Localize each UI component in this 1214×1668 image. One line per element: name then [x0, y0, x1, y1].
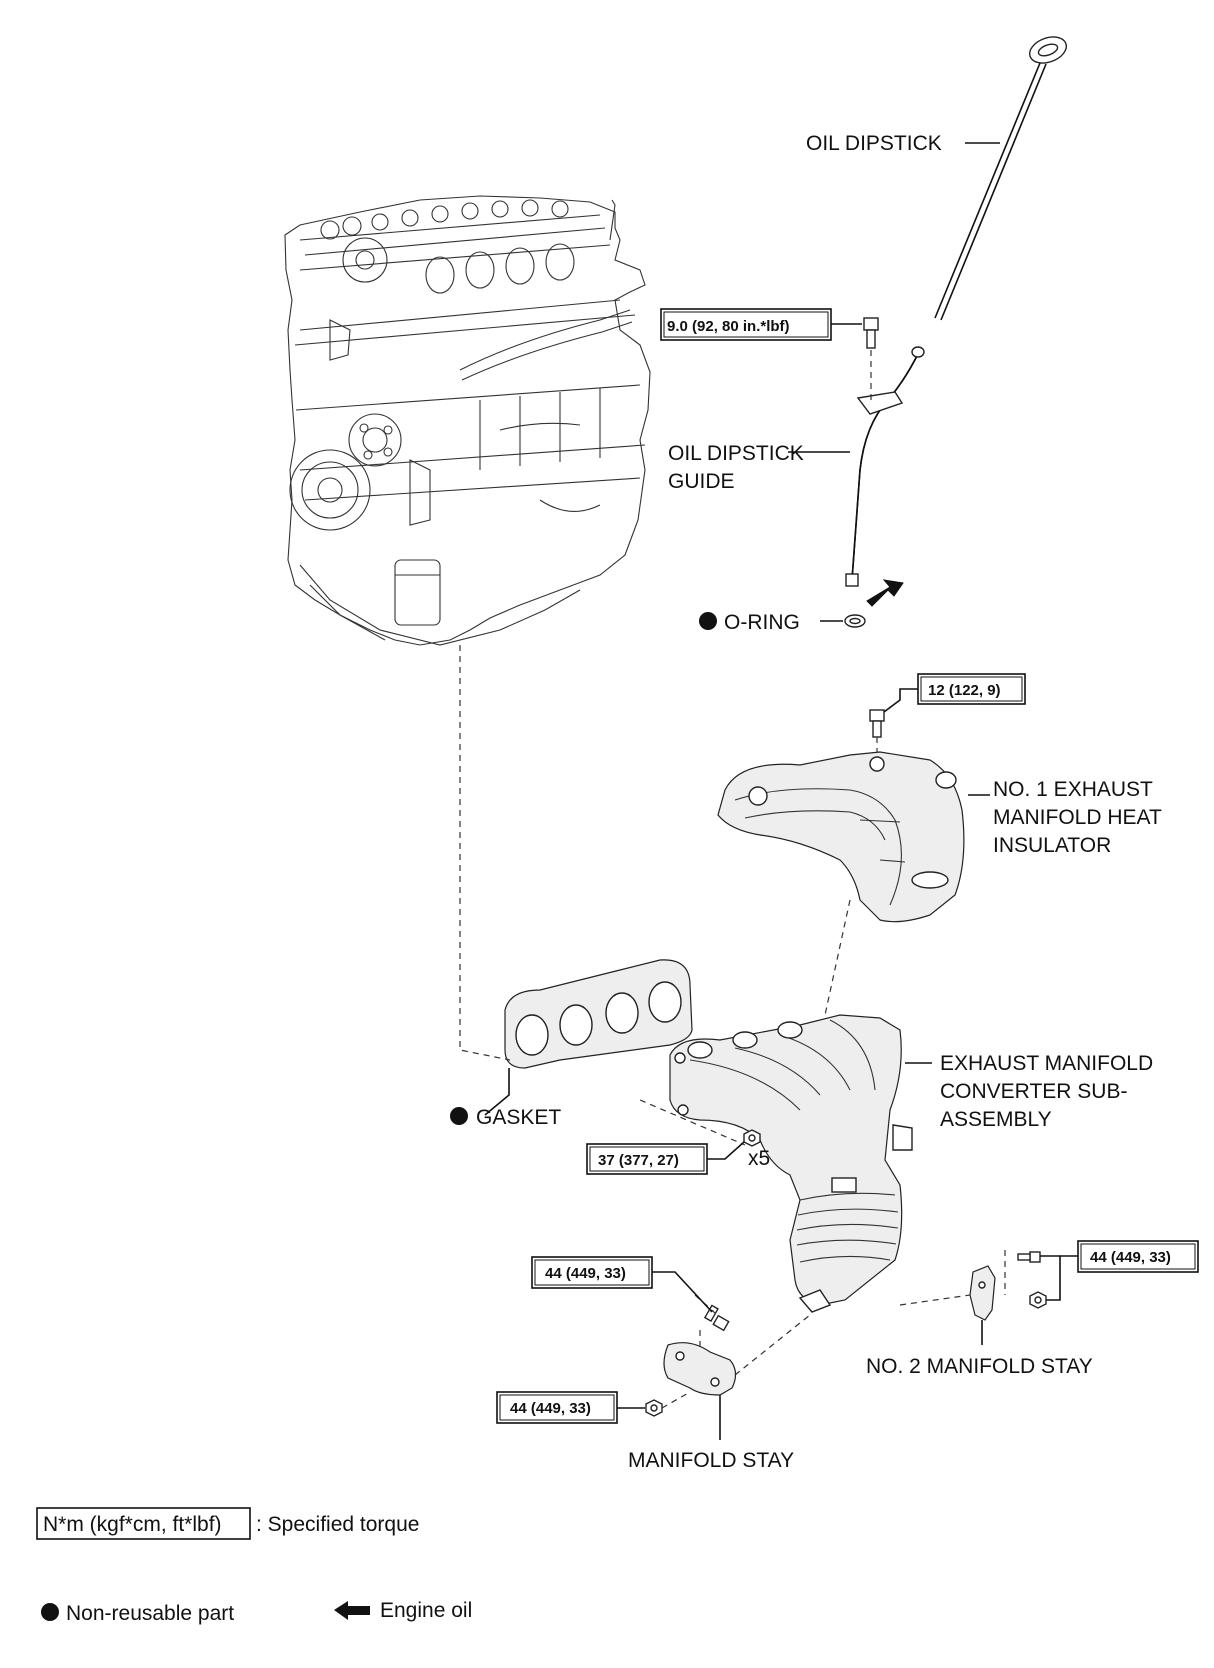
- oil-dipstick-guide-label-line1: OIL DIPSTICK: [668, 442, 804, 465]
- legend-torque: N*m (kgf*cm, ft*lbf) : Specified torque: [36, 1507, 419, 1540]
- engine-oil-arrow: [866, 579, 904, 607]
- manifold-stay-bolt: [703, 1304, 730, 1332]
- gasket-part: [504, 959, 693, 1069]
- torque-box-heat-insulator: 12 (122, 9): [883, 673, 1026, 713]
- torque-box-manifold-nuts: 37 (377, 27): [586, 1141, 745, 1175]
- svg-text:44 (449, 33): 44 (449, 33): [545, 1265, 626, 1282]
- manifold-stay-nut: [645, 1399, 663, 1417]
- guide-bolt: [863, 317, 879, 349]
- stay-manifold-dash: [734, 1314, 811, 1376]
- non-reusable-dot-icon: [699, 612, 717, 630]
- oil-dipstick-guide-label-line2: GUIDE: [668, 470, 735, 493]
- oil-dipstick-part: [934, 36, 1068, 321]
- no2-stay-bolt: [1017, 1251, 1041, 1263]
- no2-manifold-stay-part: [969, 1265, 996, 1321]
- legend-torque-text: : Specified torque: [256, 1513, 419, 1536]
- exhaust-manifold-label-line1: EXHAUST MANIFOLD: [940, 1052, 1153, 1075]
- no2-stay-nut: [1029, 1291, 1047, 1309]
- legend-arrow-icon: [334, 1601, 370, 1620]
- o-ring-label: O-RING: [724, 611, 800, 634]
- oil-dipstick-label: OIL DIPSTICK: [806, 132, 942, 155]
- legend-engine-oil: Engine oil: [334, 1599, 472, 1622]
- heat-insulator-label-line1: NO. 1 EXHAUST: [993, 778, 1153, 801]
- manifold-stay-part: [663, 1342, 737, 1396]
- engine-assembly-illustration: [284, 195, 651, 646]
- svg-text:44 (449, 33): 44 (449, 33): [510, 1400, 591, 1417]
- legend-torque-box-text: N*m (kgf*cm, ft*lbf): [43, 1513, 222, 1536]
- exhaust-manifold-label-line2: CONVERTER SUB-: [940, 1080, 1127, 1103]
- stay-nut-dash: [661, 1391, 691, 1409]
- o-ring-part: [844, 614, 866, 628]
- gasket-non-reusable-dot-icon: [450, 1107, 468, 1125]
- no2-stay-manifold-dash: [899, 1294, 971, 1306]
- heat-insulator-bolt: [869, 709, 885, 738]
- quantity-x5-label: x5: [748, 1147, 770, 1170]
- gasket-label: GASKET: [476, 1106, 561, 1129]
- engine-gasket-dash: [459, 645, 511, 1061]
- gasket-manifold-dash: [639, 1099, 746, 1146]
- manifold-nut: [743, 1129, 761, 1147]
- exhaust-manifold-label-line3: ASSEMBLY: [940, 1108, 1052, 1131]
- exhaust-manifold-converter-part: [669, 1014, 913, 1313]
- oil-dipstick-guide-part: [845, 346, 925, 587]
- torque-box-manifold-stay-nut: 44 (449, 33): [496, 1391, 645, 1424]
- legend-dot-icon: [41, 1603, 59, 1621]
- legend-non-reusable: Non-reusable part: [41, 1602, 234, 1625]
- svg-text:37 (377, 27): 37 (377, 27): [598, 1152, 679, 1169]
- no2-manifold-stay-label: NO. 2 MANIFOLD STAY: [866, 1355, 1093, 1378]
- torque-box-no2-stay: 44 (449, 33): [1040, 1240, 1199, 1301]
- gasket-leader: [484, 1068, 510, 1116]
- svg-text:12 (122, 9): 12 (122, 9): [928, 682, 1001, 699]
- insulator-manifold-dash: [824, 899, 851, 1016]
- heat-insulator-part: [717, 751, 965, 923]
- heat-insulator-label-line2: MANIFOLD HEAT: [993, 806, 1162, 829]
- heat-insulator-label-line3: INSULATOR: [993, 834, 1111, 857]
- manifold-stay-label: MANIFOLD STAY: [628, 1449, 794, 1472]
- torque-box-manifold-stay-bolt: 44 (449, 33): [531, 1256, 713, 1313]
- torque-box-guide-bolt: 9.0 (92, 80 in.*lbf): [660, 308, 862, 341]
- svg-text:9.0 (92, 80 in.*lbf): 9.0 (92, 80 in.*lbf): [667, 318, 790, 335]
- legend-engine-oil-text: Engine oil: [380, 1599, 472, 1622]
- legend-non-reusable-text: Non-reusable part: [66, 1602, 234, 1625]
- svg-text:44 (449, 33): 44 (449, 33): [1090, 1249, 1171, 1266]
